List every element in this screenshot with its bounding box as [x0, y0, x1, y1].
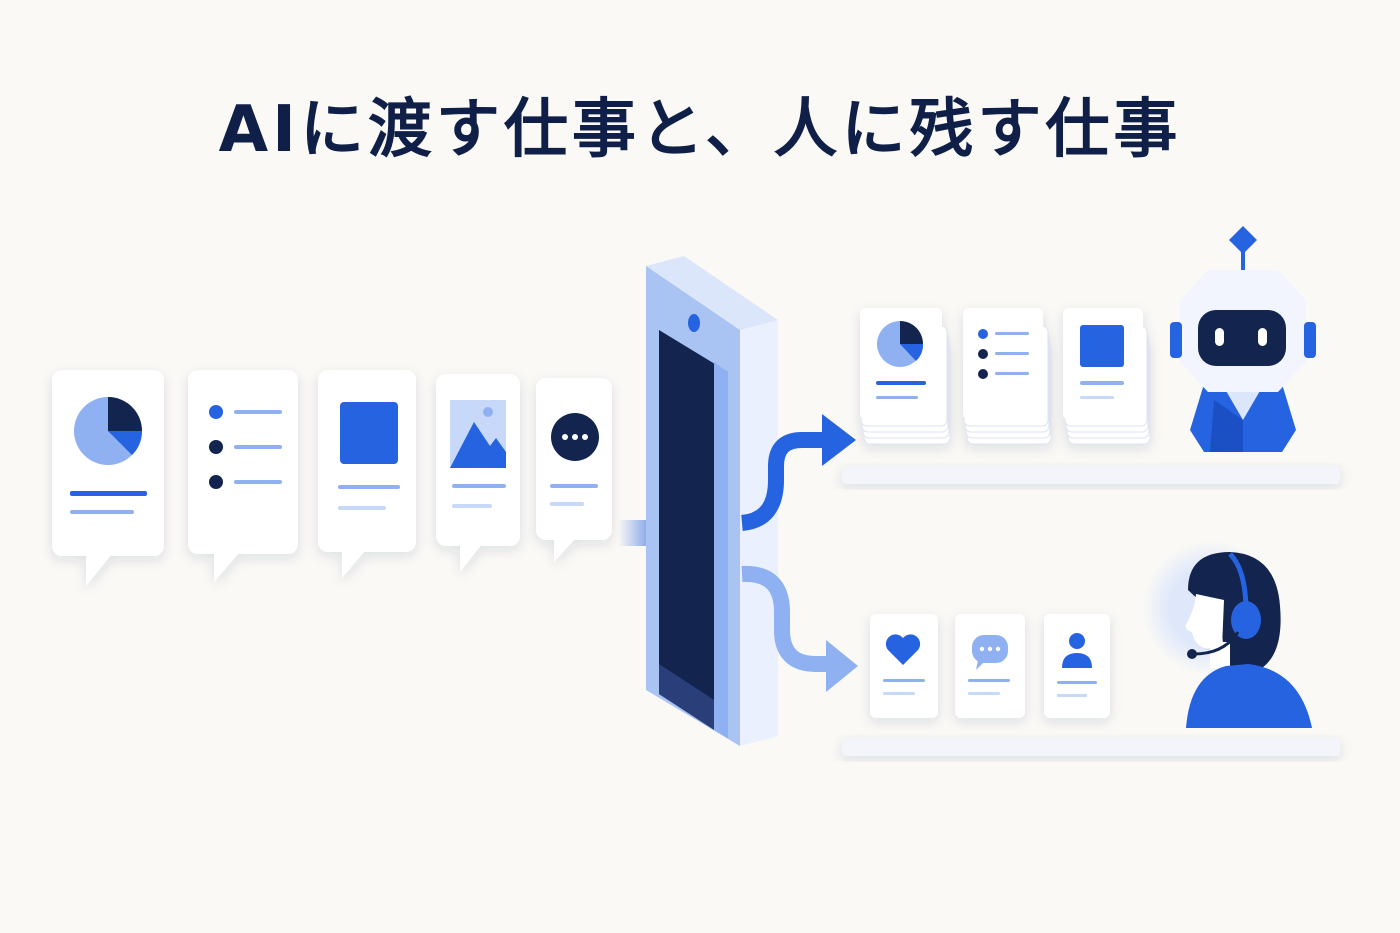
more-icon [551, 413, 599, 461]
image-icon [450, 400, 506, 468]
person-with-headset-icon [1142, 540, 1312, 728]
human-card-heart [870, 614, 938, 718]
incoming-card-more [536, 378, 612, 562]
user-icon [1062, 633, 1092, 668]
robot-icon [1170, 226, 1316, 452]
chat-icon [972, 635, 1008, 670]
pie-chart-icon [877, 321, 924, 367]
pie-chart-icon [74, 397, 142, 465]
square-icon [1080, 325, 1124, 367]
arrow-to-ai [740, 414, 856, 531]
list-icon [209, 405, 282, 489]
ai-card-stack-list [963, 308, 1052, 445]
page-title: AIに渡す仕事と、人に残す仕事 [218, 93, 1182, 167]
human-card-chat [955, 614, 1025, 718]
list-icon [978, 329, 1029, 379]
incoming-cards [52, 370, 612, 586]
square-icon [340, 402, 398, 464]
heart-icon [885, 634, 921, 665]
incoming-card-list [188, 370, 298, 582]
arrow-to-human [741, 565, 858, 692]
incoming-card-square [318, 370, 416, 578]
gate-door [646, 256, 778, 746]
ai-shelf [842, 466, 1340, 484]
human-shelf [842, 738, 1340, 756]
